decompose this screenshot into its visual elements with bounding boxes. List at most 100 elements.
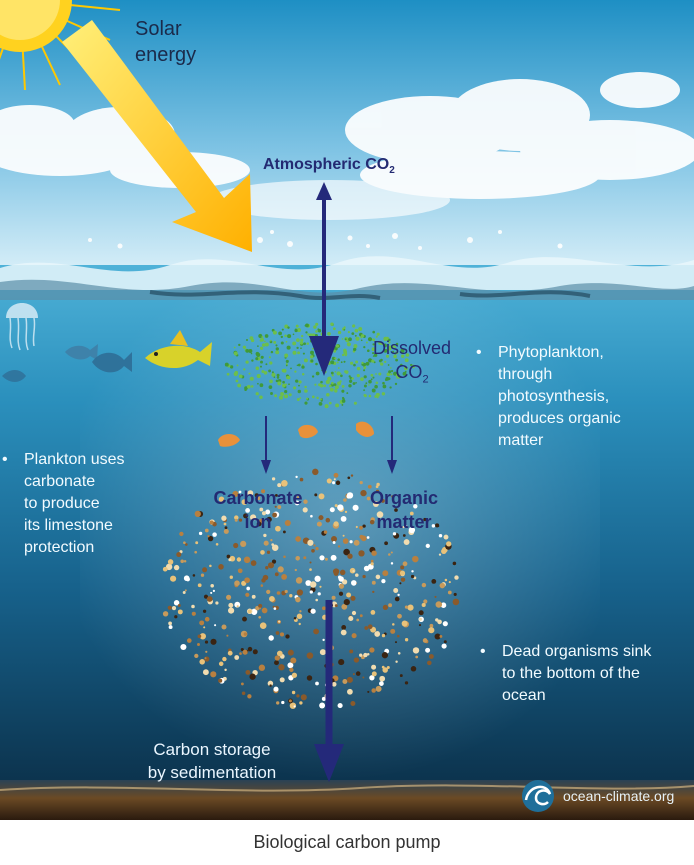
- phytoplankton-dot: [315, 330, 318, 333]
- phytoplankton-dot: [353, 401, 357, 405]
- sinking-particle: [269, 596, 275, 602]
- sinking-particle: [410, 574, 415, 579]
- sinking-particle: [296, 694, 300, 698]
- atmospheric-co2-subscript: 2: [389, 165, 395, 177]
- phytoplankton-dot: [237, 383, 241, 388]
- sinking-particle: [305, 580, 312, 586]
- sinking-particle: [295, 596, 301, 603]
- sinking-particle: [428, 627, 435, 634]
- sinking-particle: [263, 533, 267, 538]
- phytoplankton-dot: [375, 335, 378, 338]
- phytoplankton-dot: [273, 376, 276, 379]
- phytoplankton-dot: [331, 381, 334, 385]
- phytoplankton-dot: [376, 332, 380, 336]
- sinking-particle: [247, 694, 252, 699]
- sinking-particle: [232, 490, 239, 498]
- sinking-particle: [295, 536, 301, 542]
- phytoplankton-dot: [390, 373, 393, 376]
- phytoplankton-dot: [300, 347, 302, 350]
- sinking-particle: [446, 541, 452, 547]
- phytoplankton-dot: [400, 348, 405, 353]
- sinking-particle: [371, 671, 377, 677]
- sinking-particle: [254, 493, 259, 498]
- sinking-particle: [452, 561, 457, 566]
- phytoplankton-dot: [332, 327, 336, 331]
- sinking-particle: [215, 601, 219, 605]
- sinking-particle: [281, 700, 285, 705]
- sinking-particle: [307, 539, 314, 546]
- sinking-particle: [375, 489, 380, 493]
- phytoplankton-dot: [257, 382, 259, 385]
- sinking-particle: [402, 534, 406, 537]
- phytoplankton-dot: [310, 350, 314, 355]
- sinking-particle: [341, 624, 347, 630]
- sinking-particle: [397, 593, 400, 597]
- sinking-particle: [180, 559, 184, 564]
- phytoplankton-dot: [264, 342, 269, 347]
- phytoplankton-dot: [391, 344, 395, 348]
- sinking-particle: [438, 533, 443, 538]
- sinking-particle: [437, 619, 442, 625]
- sinking-particle: [352, 673, 355, 676]
- sinking-particle: [441, 548, 447, 555]
- sinking-particle: [309, 568, 312, 571]
- sinking-particle: [228, 558, 232, 562]
- phytoplankton-dot: [354, 334, 357, 337]
- carbonate-ion-line-2: ion: [244, 512, 272, 532]
- sinking-particle: [271, 544, 279, 551]
- phytoplankton-dot: [298, 328, 301, 330]
- phytoplankton-dot: [323, 384, 327, 388]
- phytoplankton-dot: [371, 347, 376, 352]
- sinking-particle: [344, 510, 348, 514]
- sinking-particle: [265, 509, 271, 515]
- sinking-particle: [289, 667, 294, 673]
- sinking-particle: [266, 550, 271, 554]
- sinking-particle: [394, 508, 398, 512]
- phytoplankton-dot: [292, 333, 295, 336]
- sinking-particle: [274, 660, 279, 666]
- phytoplankton-dot: [273, 340, 277, 344]
- phytoplankton-dot: [317, 328, 320, 331]
- plankton-line-3: to produce: [24, 495, 100, 512]
- phytoplankton-dot: [256, 352, 261, 357]
- phytoplankton-dot: [293, 386, 297, 390]
- phytoplankton-line-1: Phytoplankton,: [498, 344, 604, 361]
- sinking-particle: [355, 525, 358, 529]
- sinking-particle: [439, 582, 446, 589]
- sinking-particle: [421, 582, 427, 588]
- sinking-particle: [376, 511, 384, 518]
- sinking-particle: [412, 647, 420, 654]
- sinking-particle: [236, 605, 239, 608]
- phytoplankton-dot: [259, 346, 264, 350]
- phytoplankton-dot: [389, 386, 392, 389]
- phytoplankton-dot: [278, 395, 284, 400]
- sinking-particle: [319, 702, 326, 709]
- phytoplankton-dot: [336, 361, 339, 364]
- sinking-particle: [298, 622, 301, 626]
- phytoplankton-dot: [224, 362, 229, 367]
- sinking-particle: [334, 604, 338, 608]
- sinking-particle: [209, 564, 212, 568]
- sinking-particle: [330, 554, 337, 561]
- sinking-particle: [274, 505, 277, 508]
- sinking-particle: [197, 583, 202, 588]
- dead-organisms-line-2: to the bottom of the: [502, 665, 640, 682]
- sinking-particle: [197, 634, 202, 639]
- sinking-particle: [404, 638, 409, 642]
- sinking-particle: [238, 518, 243, 522]
- phytoplankton-dot: [365, 361, 370, 366]
- sinking-particle: [401, 620, 408, 627]
- sinking-particle: [332, 541, 336, 544]
- sinking-particle: [392, 532, 397, 536]
- organic-arrowhead: [387, 460, 397, 474]
- phytoplankton-dot: [360, 339, 363, 342]
- sinking-particle: [252, 649, 258, 655]
- sinking-particle: [346, 676, 353, 683]
- sinking-particle: [441, 643, 447, 649]
- phytoplankton-dot: [295, 379, 299, 383]
- sinking-particle: [258, 664, 266, 671]
- sinking-particle: [391, 495, 394, 498]
- sinking-particle: [221, 624, 227, 630]
- sinking-particle: [242, 649, 248, 655]
- sinking-particle: [343, 598, 350, 606]
